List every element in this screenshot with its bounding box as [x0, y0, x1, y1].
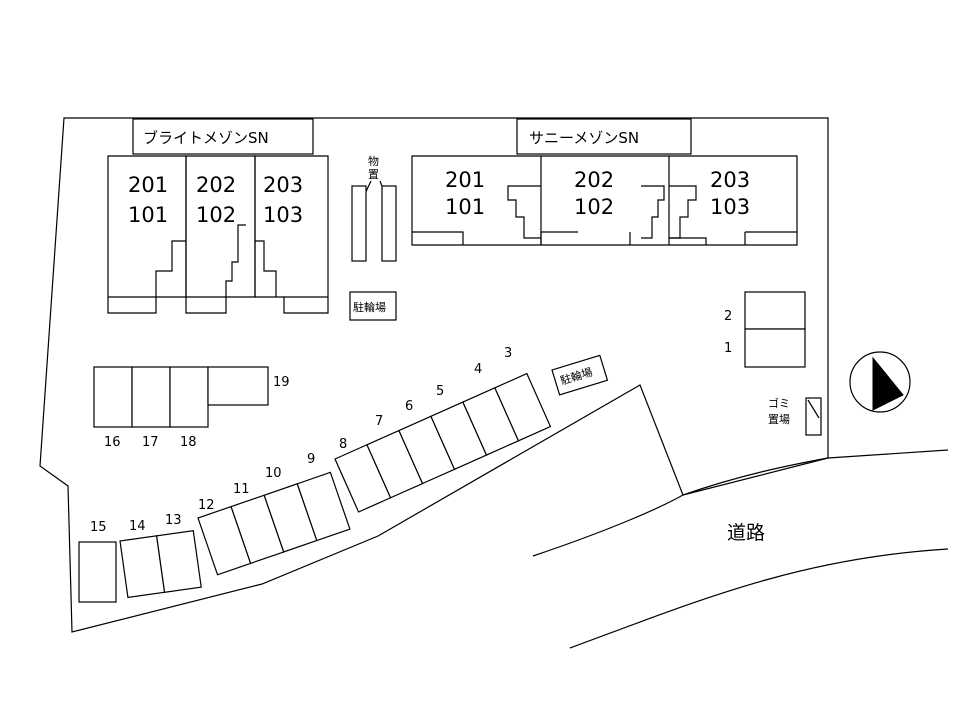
unit-102: 102	[196, 203, 236, 227]
unit-203: 203	[263, 173, 303, 197]
unit-101: 101	[128, 203, 168, 227]
garbage-label-1: ゴミ	[768, 396, 790, 410]
unit-201: 201	[445, 168, 485, 192]
parking-number: 5	[436, 384, 444, 399]
storage-shed: 物 置	[351, 154, 397, 262]
unit-202: 202	[196, 173, 236, 197]
unit-101: 101	[445, 195, 485, 219]
building-name: サニーメゾンSN	[529, 129, 639, 147]
storage-label-2: 置	[368, 168, 379, 181]
bicycle-parking-2: 駐輪場	[551, 354, 609, 396]
road-label: 道路	[727, 522, 765, 544]
parking-number: 18	[180, 435, 197, 450]
parking-number: 1	[724, 341, 732, 356]
bicycle-parking-label: 駐輪場	[353, 300, 386, 314]
unit-103: 103	[710, 195, 750, 219]
garbage-area: ゴミ 置場	[768, 396, 822, 436]
north-arrow-icon	[849, 351, 911, 413]
building-name: ブライトメゾンSN	[143, 129, 269, 147]
parking-number: 10	[265, 466, 282, 481]
parking-3-8	[334, 372, 552, 513]
garbage-label-2: 置場	[768, 413, 790, 426]
parking-number: 2	[724, 309, 732, 324]
building-bright-maison: ブライトメゾンSN 201 101 202 102 203 103	[107, 118, 329, 314]
unit-103: 103	[263, 203, 303, 227]
parking-15: 15	[78, 520, 117, 603]
parking-number: 9	[307, 452, 315, 467]
parking-1-2: 2 1	[724, 291, 806, 368]
parking-number: 13	[165, 513, 182, 528]
site-boundary	[39, 117, 829, 633]
storage-label-1: 物	[368, 154, 379, 168]
parking-13-14	[119, 530, 202, 599]
parking-number: 17	[142, 435, 159, 450]
bicycle-parking-1: 駐輪場	[349, 291, 397, 321]
parking-number: 16	[104, 435, 121, 450]
parking-16-19: 16 17 18 19	[93, 366, 290, 450]
unit-102: 102	[574, 195, 614, 219]
parking-number: 3	[504, 346, 512, 361]
unit-201: 201	[128, 173, 168, 197]
parking-9-12	[197, 471, 351, 576]
parking-number: 15	[90, 520, 107, 535]
parking-number: 7	[375, 414, 383, 429]
road: 道路	[532, 449, 949, 649]
parking-number: 8	[339, 437, 347, 452]
parking-number: 19	[273, 375, 290, 390]
parking-number: 12	[198, 498, 215, 513]
parking-number: 14	[129, 519, 146, 534]
unit-203: 203	[710, 168, 750, 192]
unit-202: 202	[574, 168, 614, 192]
building-sunny-maison: サニーメゾンSN 201 101 202 102 203 103	[411, 118, 798, 246]
parking-number: 4	[474, 362, 482, 377]
parking-number: 11	[233, 482, 250, 497]
parking-number: 6	[405, 399, 413, 414]
